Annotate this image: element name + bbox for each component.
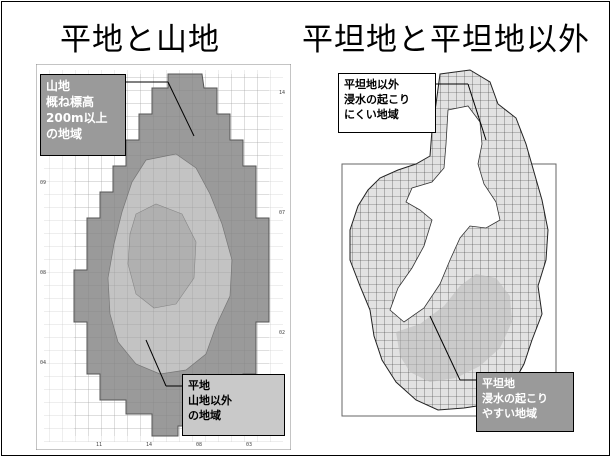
- callout-line: 浸水の起こり: [482, 392, 548, 405]
- callout-non-flat-area: 平坦地以外 浸水の起こり にくい地域: [338, 73, 436, 133]
- callout-line: の地域: [46, 127, 83, 141]
- callout-line: 浸水の起こり: [344, 93, 410, 106]
- callout-flat-flood-area: 平坦地 浸水の起こり やすい地域: [476, 372, 574, 432]
- svg-text:02: 02: [279, 330, 285, 336]
- callout-line: 平地: [188, 379, 210, 392]
- svg-text:09: 09: [40, 180, 46, 186]
- svg-text:08: 08: [40, 270, 46, 276]
- title-flat-and-non-flat: 平坦地と平坦地以外: [302, 22, 590, 58]
- callout-line: 平坦地: [482, 377, 515, 390]
- callout-line: 概ね標高: [46, 95, 95, 109]
- callout-flat-area: 平地 山地以外 の地域: [182, 374, 285, 436]
- svg-text:04: 04: [40, 360, 46, 366]
- svg-text:03: 03: [246, 442, 252, 448]
- callout-line: の地域: [188, 409, 221, 422]
- svg-text:14: 14: [146, 442, 152, 448]
- callout-line: 平坦地以外: [344, 78, 399, 91]
- callout-line: にくい地域: [344, 108, 399, 121]
- svg-text:07: 07: [279, 210, 285, 216]
- lake: [389, 105, 501, 323]
- callout-line: 200m以上: [46, 111, 108, 125]
- title-flat-and-mountain: 平地と山地: [60, 22, 220, 58]
- svg-text:11: 11: [96, 442, 102, 448]
- callout-line: やすい地域: [482, 407, 537, 420]
- svg-text:14: 14: [279, 90, 285, 96]
- callout-mountain-area: 山地 概ね標高 200m以上 の地域: [40, 74, 126, 156]
- svg-text:08: 08: [196, 442, 202, 448]
- callout-line: 山地: [46, 79, 71, 93]
- callout-line: 山地以外: [188, 394, 232, 407]
- flat-region: [396, 274, 512, 382]
